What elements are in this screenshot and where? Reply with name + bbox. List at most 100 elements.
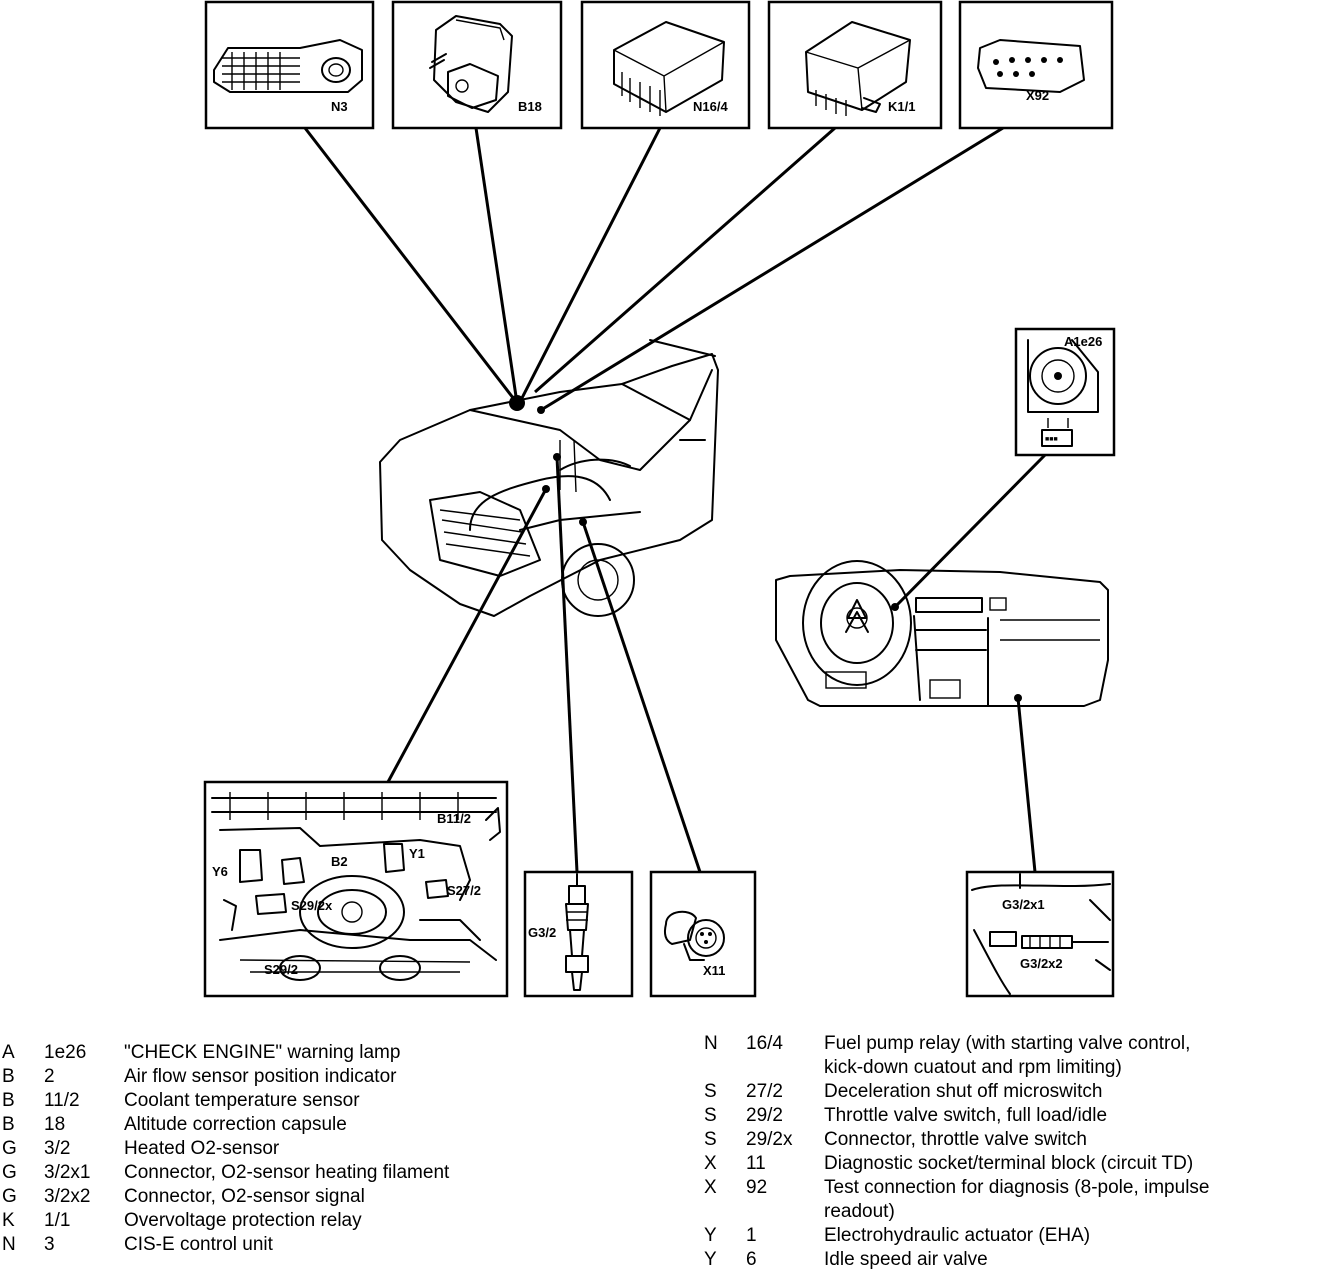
legend-entry: G 3/2 Heated O2-sensor: [0, 1137, 1344, 1161]
legend-letter: B: [2, 1090, 15, 1111]
callout-label-s29-2x: S29/2x: [291, 898, 333, 913]
legend-description: Coolant temperature sensor: [124, 1090, 360, 1111]
legend-entry-continuation: kick-down cuatout and rpm limiting): [0, 1056, 1344, 1080]
legend-code: 3/2: [44, 1138, 71, 1159]
legend-code: 29/2: [746, 1105, 783, 1126]
legend-code: 16/4: [746, 1033, 783, 1054]
component-box-g3-2: G3/2: [523, 870, 634, 998]
callout-label-n3: N3: [331, 99, 348, 114]
callout-label-b18: B18: [518, 99, 542, 114]
callout-label-g3-2: G3/2: [528, 925, 556, 940]
leader-lines: [303, 126, 1047, 873]
legend-description: Throttle valve switch, full load/idle: [824, 1105, 1108, 1126]
callout-point-control-unit: [509, 395, 525, 411]
legend-entry: S 29/2x Connector, throttle valve switch: [0, 1128, 1344, 1152]
fuel-pump-relay-drawing: [613, 21, 725, 116]
car-engine-bay-drawing: [379, 339, 719, 617]
legend-letter: X: [704, 1177, 717, 1198]
component-box-x11: X11: [649, 870, 757, 998]
legend-letter: A: [2, 1042, 15, 1063]
legend-description: Idle speed air valve: [824, 1249, 988, 1270]
legend-entry: N 3 CIS-E control unit: [0, 1233, 1344, 1257]
legend-letter: N: [2, 1234, 16, 1255]
legend-code: 3/2x2: [44, 1186, 91, 1207]
legend-entry: K 1/1 Overvoltage protection relay: [0, 1209, 1344, 1233]
component-box-n3: N3: [204, 0, 375, 130]
legend-description: Test connection for diagnosis (8-pole, i…: [824, 1177, 1210, 1198]
legend-description: Fuel pump relay (with starting valve con…: [824, 1033, 1191, 1054]
overvoltage-relay-drawing: [805, 21, 911, 116]
dashboard-interior-drawing: [775, 560, 1109, 707]
legend-description-continuation: readout): [824, 1201, 895, 1222]
diagnostic-socket-drawing: [663, 910, 725, 961]
legend-description: Overvoltage protection relay: [124, 1210, 362, 1231]
callout-label-x11: X11: [703, 963, 725, 978]
legend-code: 3/2x1: [44, 1162, 91, 1183]
callout-label-y1: Y1: [409, 846, 425, 861]
legend-entry: A 1e26 "CHECK ENGINE" warning lamp: [0, 1041, 1344, 1065]
legend-description: Electrohydraulic actuator (EHA): [824, 1225, 1091, 1246]
legend-letter: S: [704, 1129, 717, 1150]
legend-code: 27/2: [746, 1081, 783, 1102]
legend-code: 18: [44, 1114, 66, 1135]
callout-label-b2: B2: [331, 854, 348, 869]
engine-compartment-drawing: [211, 792, 501, 981]
legend-letter: N: [704, 1033, 718, 1054]
legend-letter: K: [2, 1210, 15, 1231]
altitude-capsule-drawing: [429, 15, 513, 113]
callout-label-k1-1: K1/1: [888, 99, 915, 114]
instrument-cluster-drawing: ■■■: [1027, 339, 1099, 447]
legend-letter: Y: [704, 1225, 717, 1246]
callout-label-g3-2x1: G3/2x1: [1002, 897, 1045, 912]
legend-entry: Y 6 Idle speed air valve: [0, 1248, 1344, 1272]
legend-letter: Y: [704, 1249, 717, 1270]
legend-description: Connector, throttle valve switch: [824, 1129, 1087, 1150]
callout-label-y6: Y6: [212, 864, 228, 879]
component-box-b18: B18: [391, 0, 563, 130]
legend-letter: G: [2, 1186, 17, 1207]
legend-description-continuation: kick-down cuatout and rpm limiting): [824, 1057, 1122, 1078]
legend-code: 1/1: [44, 1210, 71, 1231]
callout-label-b11-2: B11/2: [437, 811, 471, 826]
legend-letter: S: [704, 1081, 717, 1102]
component-box-x92: X92: [958, 0, 1114, 130]
callout-label-n16-4: N16/4: [693, 99, 728, 114]
svg-text:■■■: ■■■: [1045, 436, 1058, 443]
legend-letter: X: [704, 1153, 717, 1174]
legend-code: 1: [746, 1225, 757, 1246]
legend-letter: B: [2, 1114, 15, 1135]
legend-entry-continuation: readout): [0, 1200, 1344, 1224]
component-box-n16-4: N16/4: [580, 0, 751, 130]
legend-letter: G: [2, 1138, 17, 1159]
legend-description: Diagnostic socket/terminal block (circui…: [824, 1153, 1194, 1174]
callout-label-a1e26: A1e26: [1064, 334, 1102, 349]
legend-entry: B 18 Altitude correction capsule: [0, 1113, 1344, 1137]
legend-description: Heated O2-sensor: [124, 1138, 280, 1159]
callout-label-s29-2: S29/2: [264, 962, 298, 977]
legend-description: CIS-E control unit: [124, 1234, 273, 1255]
component-box-a1e26: ■■■ A1e26: [1014, 327, 1116, 457]
test-connector-x92-drawing: [977, 39, 1085, 93]
oxygen-sensor-connectors-drawing: [971, 873, 1111, 995]
cis-e-control-unit-drawing: [213, 39, 363, 93]
legend-entry: N 16/4 Fuel pump relay (with starting valv…: [0, 1032, 1344, 1056]
legend-description: Altitude correction capsule: [124, 1114, 347, 1135]
legend-description: "CHECK ENGINE" warning lamp: [124, 1042, 401, 1063]
legend-code: 3: [44, 1234, 55, 1255]
legend-letter: G: [2, 1162, 17, 1183]
legend-entry: Y 1 Electrohydraulic actuator (EHA): [0, 1224, 1344, 1248]
oxygen-sensor-drawing: [565, 873, 589, 991]
component-box-k1-1: K1/1: [767, 0, 943, 130]
component-box-engine-compartment: B11/2 Y6 B2 Y1 S27/2 S29/2x S29/2: [203, 780, 509, 998]
legend-code: 6: [746, 1249, 757, 1270]
legend-entry: B 11/2 Coolant temperature sensor: [0, 1089, 1344, 1113]
legend-code: 11/2: [44, 1090, 80, 1111]
legend-code: 1e26: [44, 1042, 87, 1063]
legend-code: 29/2x: [746, 1129, 793, 1150]
